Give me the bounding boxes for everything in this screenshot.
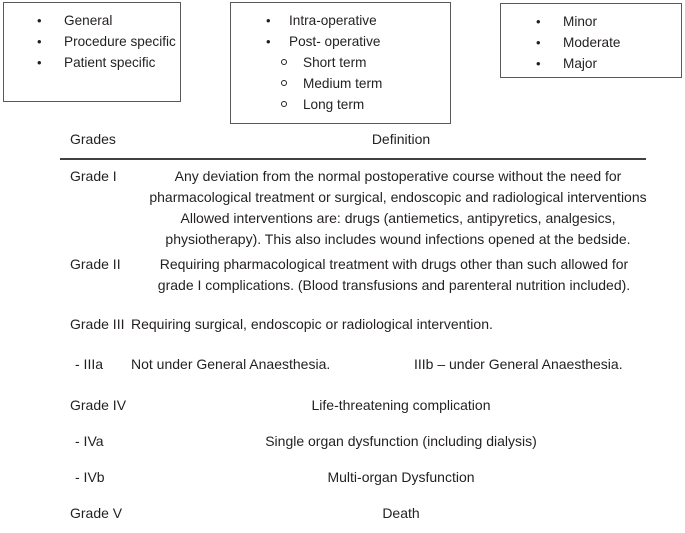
row-grade-label: Grade III: [70, 316, 125, 332]
row-definition: Requiring pharmacological treatment with…: [157, 256, 631, 293]
grade-table: Grades Definition Grade I Any deviation …: [0, 126, 685, 521]
table-row: Grade I Any deviation from the normal po…: [0, 166, 685, 254]
bullet-icon: •: [266, 34, 271, 49]
table-header-row: Grades Definition: [0, 126, 685, 160]
row-definition: Life-threatening complication: [311, 397, 491, 413]
timing-sublist: Short term Medium term Long term: [281, 52, 450, 115]
list-item: • Patient specific: [37, 52, 180, 73]
row-grade-label: Grade I: [70, 168, 117, 184]
list-item: • Intra-operative: [266, 10, 450, 31]
list-item-label: Patient specific: [64, 55, 156, 70]
general-list: • General • Procedure specific • Patient…: [37, 10, 180, 73]
row-definition: Death: [382, 505, 420, 521]
list-item: • Minor: [536, 11, 681, 32]
timing-categories-box: • Intra-operative • Post- operative Shor…: [230, 2, 451, 124]
list-item: • General: [37, 10, 180, 31]
bullet-icon: •: [536, 14, 541, 29]
row-definition-b: IIIb – under General Anaesthesia.: [414, 356, 623, 372]
hollow-bullet-icon: [281, 79, 287, 86]
list-item: • Post- operative: [266, 31, 450, 52]
table-row: Grade II Requiring pharmacological treat…: [0, 254, 685, 314]
list-item-label: General: [64, 13, 113, 28]
table-row: - IIIa Not under General Anaesthesia. II…: [0, 354, 685, 395]
sub-list-item: Medium term: [281, 73, 450, 94]
table-row: Grade III Requiring surgical, endoscopic…: [0, 314, 685, 354]
row-grade-label: - IIIa: [75, 356, 104, 372]
table-row: Grade IV Life-threatening complication: [0, 395, 685, 431]
column-header-grades: Grades: [70, 131, 116, 147]
severity-list: • Minor • Moderate • Major: [536, 11, 681, 74]
table-row: - IVb Multi-organ Dysfunction: [0, 467, 685, 503]
row-grade-label: Grade IV: [70, 397, 127, 413]
header-divider: [60, 158, 646, 160]
sub-list-item: Short term: [281, 52, 450, 73]
list-item-label: Minor: [563, 14, 597, 29]
bullet-icon: •: [37, 13, 42, 28]
list-item: • Major: [536, 53, 681, 74]
bullet-icon: •: [536, 35, 541, 50]
row-definition: Multi-organ Dysfunction: [327, 469, 475, 485]
sub-list-item-label: Short term: [303, 55, 367, 70]
row-definition: Any deviation from the normal postoperat…: [149, 168, 647, 247]
table-row: Grade V Death: [0, 503, 685, 533]
bullet-icon: •: [536, 56, 541, 71]
list-item-label: Moderate: [563, 35, 621, 50]
table-row: - IVa Single organ dysfunction (includin…: [0, 431, 685, 467]
row-grade-label: - IVb: [75, 469, 105, 485]
bullet-icon: •: [266, 13, 271, 28]
sub-list-item-label: Long term: [303, 97, 365, 112]
table-body: Grade I Any deviation from the normal po…: [0, 166, 685, 533]
row-grade-label: - IVa: [75, 433, 104, 449]
list-item-label: Procedure specific: [64, 34, 176, 49]
row-grade-label: Grade V: [70, 505, 123, 521]
list-item: • Procedure specific: [37, 31, 180, 52]
hollow-bullet-icon: [281, 100, 287, 107]
general-categories-box: • General • Procedure specific • Patient…: [3, 2, 181, 102]
sub-list-item: Long term: [281, 94, 450, 115]
row-definition: Single organ dysfunction (including dial…: [265, 433, 537, 449]
hollow-bullet-icon: [281, 58, 287, 65]
column-header-definition: Definition: [371, 131, 431, 147]
list-item-label: Intra-operative: [289, 13, 377, 28]
timing-list: • Intra-operative • Post- operative: [266, 10, 450, 52]
row-grade-label: Grade II: [70, 256, 121, 272]
sub-list-item-label: Medium term: [303, 76, 383, 91]
row-definition: Requiring surgical, endoscopic or radiol…: [131, 316, 493, 332]
list-item-label: Post- operative: [289, 34, 381, 49]
list-item-label: Major: [563, 56, 597, 71]
bullet-icon: •: [37, 34, 42, 49]
row-definition-a: Not under General Anaesthesia.: [131, 356, 331, 372]
list-item: • Moderate: [536, 32, 681, 53]
bullet-icon: •: [37, 55, 42, 70]
severity-categories-box: • Minor • Moderate • Major: [500, 3, 682, 78]
